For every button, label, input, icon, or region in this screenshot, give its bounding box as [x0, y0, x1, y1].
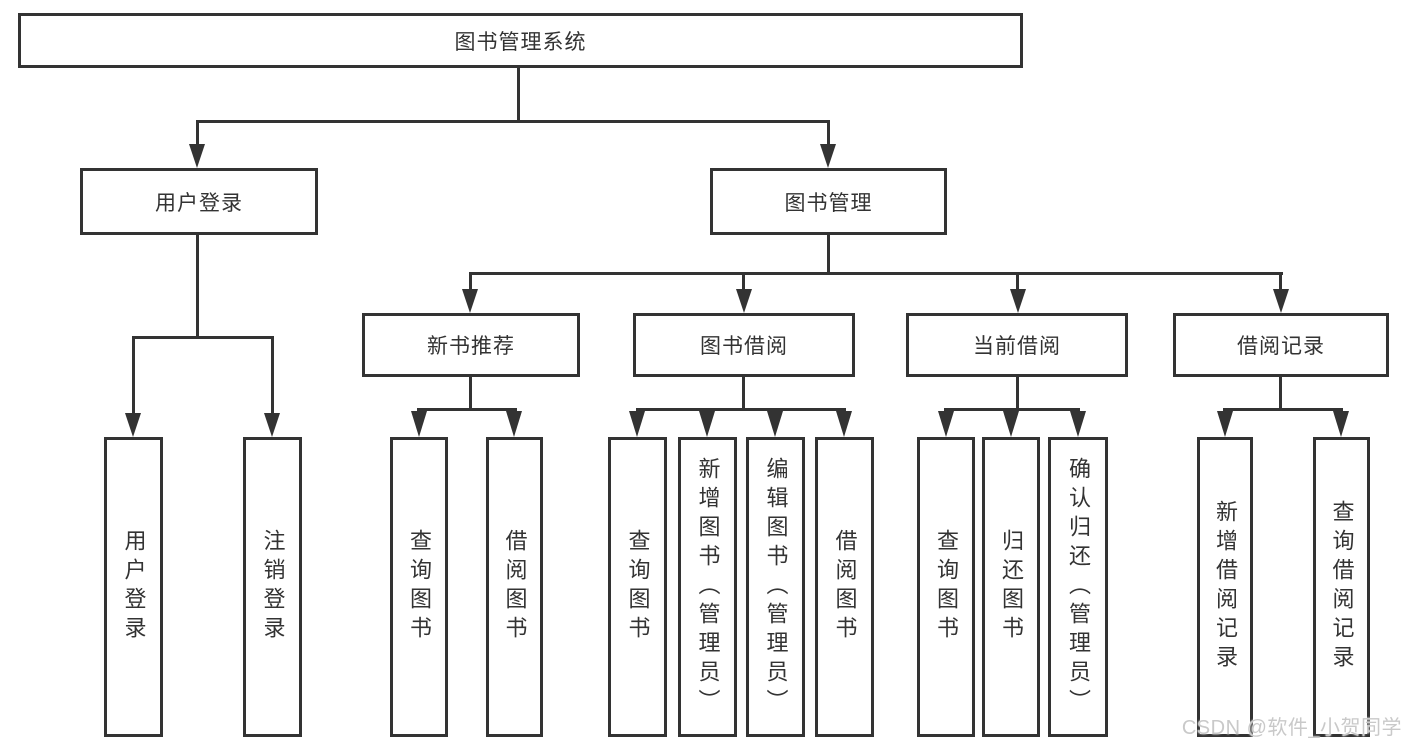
arrow-down-icon — [1003, 411, 1019, 437]
connector-line — [196, 235, 199, 339]
connector-line — [417, 408, 517, 411]
connector-line — [469, 275, 472, 291]
arrow-down-icon — [462, 289, 478, 313]
arrow-down-icon — [1333, 411, 1349, 437]
arrow-down-icon — [767, 411, 783, 437]
node-confirm-return-admin: 确认归还（管理员） — [1048, 437, 1108, 737]
connector-line — [469, 272, 1283, 275]
connector-line — [1016, 275, 1019, 291]
node-user-login-leaf: 用户登录 — [104, 437, 163, 737]
arrow-down-icon — [189, 144, 205, 168]
node-query-books-borrowing: 查询图书 — [608, 437, 667, 737]
connector-line — [1016, 377, 1019, 411]
node-borrow-books-leaf: 借阅图书 — [815, 437, 874, 737]
arrow-down-icon — [736, 289, 752, 313]
node-user-login: 用户登录 — [80, 168, 318, 235]
connector-line — [1279, 377, 1282, 411]
arrow-down-icon — [1217, 411, 1233, 437]
connector-line — [1279, 275, 1282, 291]
connector-line — [132, 339, 135, 415]
node-query-borrow-record: 查询借阅记录 — [1313, 437, 1370, 737]
node-borrow-books-recommend: 借阅图书 — [486, 437, 543, 737]
node-logout-leaf: 注销登录 — [243, 437, 302, 737]
node-query-books-recommend: 查询图书 — [390, 437, 448, 737]
connector-line — [636, 408, 846, 411]
node-return-books: 归还图书 — [982, 437, 1040, 737]
connector-line — [132, 336, 274, 339]
connector-line — [827, 235, 830, 275]
node-library-management-system: 图书管理系统 — [18, 13, 1023, 68]
node-book-borrowing: 图书借阅 — [633, 313, 855, 377]
node-book-management: 图书管理 — [710, 168, 947, 235]
node-new-book-recommendation: 新书推荐 — [362, 313, 580, 377]
arrow-down-icon — [836, 411, 852, 437]
node-current-borrowing: 当前借阅 — [906, 313, 1128, 377]
connector-line — [517, 67, 520, 120]
arrow-down-icon — [699, 411, 715, 437]
arrow-down-icon — [1273, 289, 1289, 313]
arrow-down-icon — [938, 411, 954, 437]
arrow-down-icon — [1070, 411, 1086, 437]
arrow-down-icon — [506, 411, 522, 437]
node-add-books-admin: 新增图书（管理员） — [678, 437, 737, 737]
watermark-text: CSDN @软件_小贺同学 — [1181, 717, 1402, 739]
arrow-down-icon — [411, 411, 427, 437]
connector-line — [827, 123, 830, 146]
node-borrowing-records: 借阅记录 — [1173, 313, 1389, 377]
arrow-down-icon — [1010, 289, 1026, 313]
node-add-borrow-record: 新增借阅记录 — [1197, 437, 1253, 737]
connector-line — [196, 120, 830, 123]
connector-line — [1223, 408, 1343, 411]
arrow-down-icon — [264, 413, 280, 437]
connector-line — [742, 377, 745, 411]
connector-line — [742, 275, 745, 291]
arrow-down-icon — [125, 413, 141, 437]
node-query-books-current: 查询图书 — [917, 437, 975, 737]
connector-line — [944, 408, 1080, 411]
arrow-down-icon — [820, 144, 836, 168]
node-edit-books-admin: 编辑图书（管理员） — [746, 437, 805, 737]
connector-line — [196, 123, 199, 146]
arrow-down-icon — [629, 411, 645, 437]
connector-line — [469, 377, 472, 411]
connector-line — [271, 339, 274, 415]
